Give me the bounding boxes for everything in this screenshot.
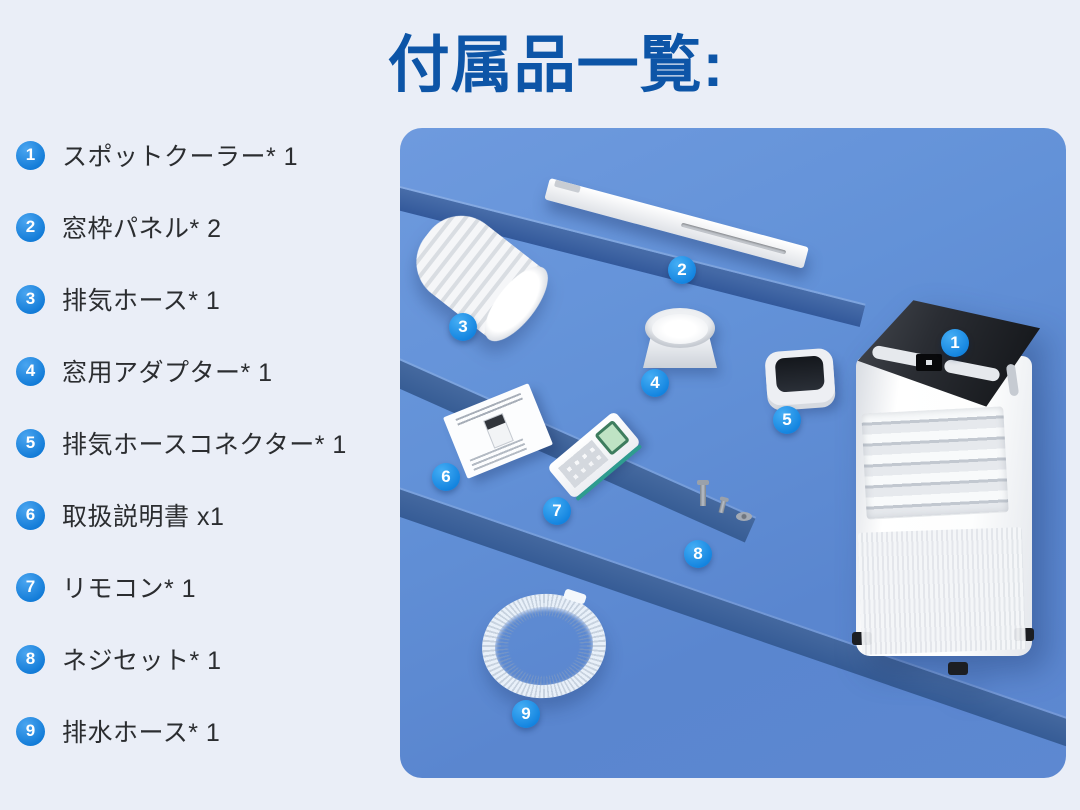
accessory-label: 排気ホース* 1 bbox=[62, 287, 221, 315]
list-item: 2 窓枠パネル* 2 bbox=[16, 209, 347, 245]
list-item: 3 排気ホース* 1 bbox=[16, 281, 347, 317]
cooler-grille bbox=[857, 527, 1027, 655]
number-badge: 5 bbox=[16, 428, 45, 458]
callout-badge: 2 bbox=[668, 256, 696, 284]
washer bbox=[736, 512, 752, 521]
callout-badge: 4 bbox=[641, 369, 669, 397]
window-adapter-image bbox=[643, 308, 717, 368]
accessory-label: スポットクーラー* 1 bbox=[62, 143, 299, 171]
list-item: 9 排水ホース* 1 bbox=[16, 713, 347, 749]
callout-badge: 9 bbox=[512, 700, 540, 728]
cooler-display bbox=[916, 354, 942, 371]
accessory-label: 取扱説明書 x1 bbox=[62, 503, 225, 531]
list-item: 8 ネジセット* 1 bbox=[16, 641, 347, 677]
number-badge: 2 bbox=[16, 212, 45, 242]
adapter-opening bbox=[652, 314, 708, 344]
accessories-list: 1 スポットクーラー* 1 2 窓枠パネル* 2 3 排気ホース* 1 4 窓用… bbox=[16, 137, 347, 785]
screw-set-image bbox=[692, 480, 756, 528]
accessory-label: リモコン* 1 bbox=[62, 575, 197, 603]
accessory-label: ネジセット* 1 bbox=[62, 647, 222, 675]
callout-badge: 8 bbox=[684, 540, 712, 568]
callout-badge: 1 bbox=[941, 329, 969, 357]
hose-connector-image bbox=[764, 347, 836, 407]
list-item: 5 排気ホースコネクター* 1 bbox=[16, 425, 347, 461]
product-scene-image: 1 2 3 4 5 6 7 8 9 bbox=[400, 128, 1066, 778]
number-badge: 7 bbox=[16, 572, 45, 602]
list-item: 6 取扱説明書 x1 bbox=[16, 497, 347, 533]
callout-badge: 7 bbox=[543, 497, 571, 525]
drain-hose-image bbox=[476, 587, 612, 705]
callout-badge: 5 bbox=[773, 406, 801, 434]
manual-cover-figure bbox=[483, 413, 515, 449]
accessory-label: 窓枠パネル* 2 bbox=[62, 215, 222, 243]
accessory-label: 排水ホース* 1 bbox=[62, 719, 221, 747]
accessory-label: 排気ホースコネクター* 1 bbox=[62, 431, 347, 459]
list-item: 4 窓用アダプター* 1 bbox=[16, 353, 347, 389]
page-title: 付属品一覧: bbox=[387, 31, 725, 100]
number-badge: 4 bbox=[16, 356, 45, 386]
list-item: 1 スポットクーラー* 1 bbox=[16, 137, 347, 173]
list-item: 7 リモコン* 1 bbox=[16, 569, 347, 605]
callout-badge: 3 bbox=[449, 313, 477, 341]
number-badge: 1 bbox=[16, 140, 45, 170]
number-badge: 6 bbox=[16, 500, 45, 530]
callout-badge: 6 bbox=[432, 463, 460, 491]
accessory-label: 窓用アダプター* 1 bbox=[62, 359, 273, 387]
screw bbox=[697, 480, 709, 506]
cooler-foot bbox=[948, 662, 968, 675]
cooler-air-vents bbox=[861, 406, 1009, 520]
number-badge: 8 bbox=[16, 644, 45, 674]
number-badge: 3 bbox=[16, 284, 45, 314]
spot-cooler-image bbox=[850, 298, 1042, 684]
screw bbox=[718, 499, 727, 514]
number-badge: 9 bbox=[16, 716, 45, 746]
